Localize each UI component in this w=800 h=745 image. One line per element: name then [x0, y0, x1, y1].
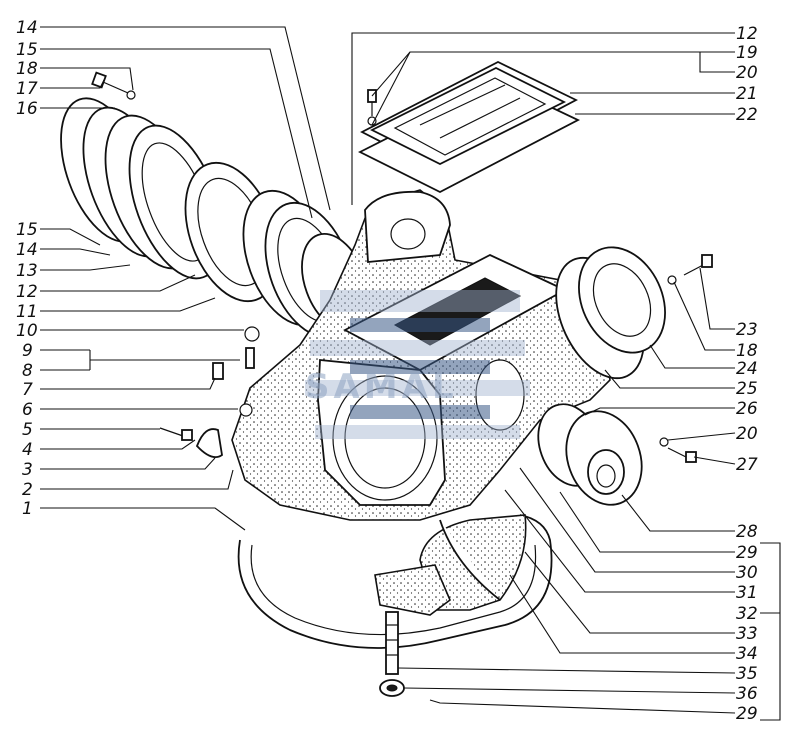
callouts-left: 14 15 18 17 16 15 14 13 12 11 10 9 8 7 6…: [16, 18, 38, 519]
watermark-text: SAMAL: [305, 367, 458, 407]
callout-label: 20: [736, 63, 758, 83]
leader-lines: [40, 26, 781, 721]
callout-label: 32: [736, 604, 758, 624]
small-parts-left: [159, 326, 260, 458]
callout-label: 26: [736, 399, 758, 419]
callout-label: 14: [16, 18, 38, 38]
callout-label: 29: [736, 704, 758, 724]
callout-label: 18: [16, 59, 38, 79]
callout-label: 8: [22, 361, 33, 381]
bolt-27: [659, 437, 697, 463]
callout-label: 4: [22, 440, 33, 460]
callout-label: 11: [16, 302, 38, 322]
callout-label: 6: [22, 400, 33, 420]
callout-label: 27: [736, 455, 758, 475]
callout-label: 1: [22, 499, 33, 519]
watermark-logo: SAMAL: [305, 290, 530, 439]
callout-label: 16: [16, 99, 38, 119]
stud-35: [385, 611, 399, 675]
callout-label: 23: [736, 320, 758, 340]
bolt-23: [667, 254, 713, 285]
bearing-cap-33: [374, 514, 527, 616]
callout-label: 5: [22, 420, 33, 440]
side-cover-24: [555, 246, 666, 380]
callout-label: 28: [736, 522, 758, 542]
callout-label: 33: [736, 624, 758, 644]
callout-label: 15: [16, 40, 38, 60]
callout-label: 22: [736, 105, 758, 125]
callout-label: 2: [22, 480, 33, 500]
callout-label: 20: [736, 424, 758, 444]
nut-36: [379, 679, 405, 697]
flange-gasket-stack: [60, 97, 369, 339]
bolt-17: [91, 71, 136, 100]
callout-label: 36: [736, 684, 758, 704]
callout-label: 15: [16, 220, 38, 240]
callout-label: 19: [736, 43, 758, 63]
callout-label: 31: [736, 583, 758, 603]
callout-label: 30: [736, 563, 758, 583]
callout-label: 7: [22, 380, 33, 400]
callout-label: 24: [736, 359, 758, 379]
top-cover: [357, 60, 581, 194]
callout-label: 10: [16, 321, 38, 341]
callouts-right: 12 19 20 21 22 23 18 24 25 26 20 27 28 2…: [736, 24, 758, 724]
callout-label: 35: [736, 664, 758, 684]
callout-label: 14: [16, 240, 38, 260]
callout-label: 12: [736, 24, 758, 44]
callout-label: 29: [736, 543, 758, 563]
callout-label: 9: [22, 341, 33, 361]
callout-label: 12: [16, 282, 38, 302]
bearing-cap-28: [537, 403, 643, 506]
callout-label: 18: [736, 341, 758, 361]
callout-label: 17: [16, 79, 38, 99]
callout-label: 3: [22, 460, 33, 480]
callout-label: 34: [736, 644, 758, 664]
callout-label: 25: [736, 379, 758, 399]
callout-label: 21: [736, 84, 758, 104]
callout-label: 13: [16, 261, 38, 281]
